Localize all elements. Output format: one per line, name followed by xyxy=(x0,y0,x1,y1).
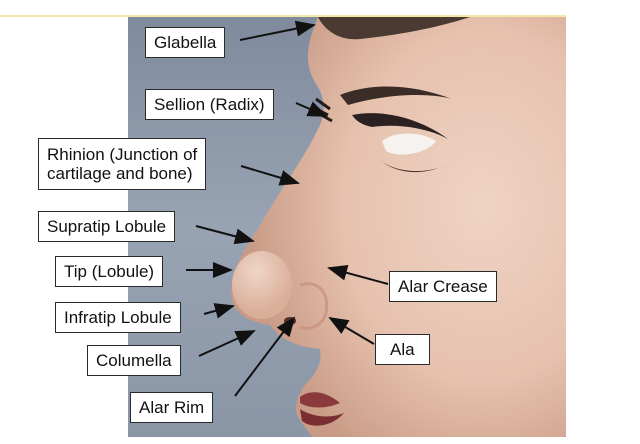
sellion-arrow xyxy=(295,101,328,117)
label-rhinion-line-1: Rhinion (Junction of xyxy=(47,145,198,164)
label-columella: Columella xyxy=(87,345,181,376)
top-divider xyxy=(0,15,566,17)
label-alar-crease: Alar Crease xyxy=(389,271,497,302)
label-infratip-lobule: Infratip Lobule xyxy=(55,302,181,333)
glabella-arrow xyxy=(239,20,316,41)
label-ala: Ala xyxy=(375,334,430,365)
label-supratip-lobule: Supratip Lobule xyxy=(38,211,176,242)
rhinion-arrow xyxy=(240,165,300,186)
supratip-arrow xyxy=(195,225,255,245)
label-alar-rim: Alar Rim xyxy=(130,392,214,423)
label-tip-lobule: Tip (Lobule) xyxy=(55,256,164,287)
columella-arrow xyxy=(198,330,256,357)
alar-rim-arrow xyxy=(234,316,296,397)
label-glabella: Glabella xyxy=(145,27,226,58)
alar-crease-arrow xyxy=(327,264,389,285)
label-sellion: Sellion (Radix) xyxy=(145,89,274,120)
label-rhinion: Rhinion (Junction of cartilage and bone) xyxy=(38,138,207,190)
ala-arrow xyxy=(328,316,375,345)
label-rhinion-line-2: cartilage and bone) xyxy=(47,164,193,183)
infratip-arrow xyxy=(203,303,235,319)
